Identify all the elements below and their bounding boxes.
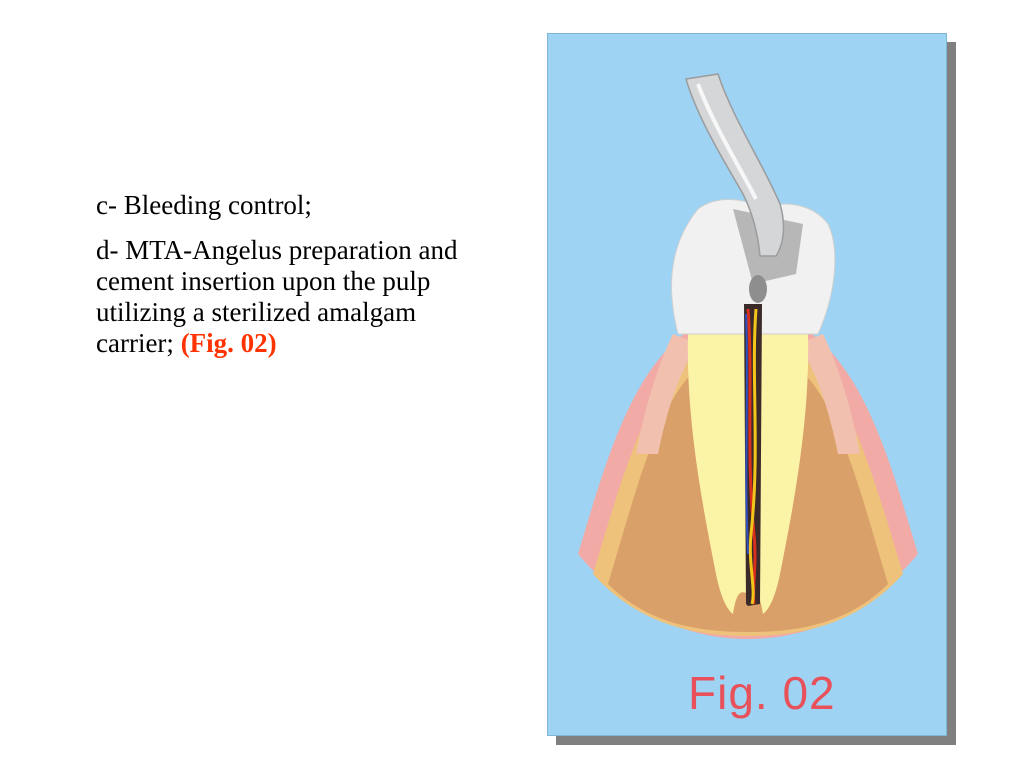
amalgam-carrier-instrument — [685, 73, 785, 257]
pulp-vessel-blue — [745, 313, 749, 555]
gum-papilla-right — [798, 334, 860, 454]
pulp-vessel-red — [746, 308, 757, 605]
mta-plug — [749, 275, 767, 303]
gum-papilla-left — [636, 334, 698, 454]
figure-caption: Fig. 02 — [688, 667, 836, 719]
slide-text: c- Bleeding control; d- MTA-Angelus prep… — [96, 190, 476, 373]
figure-reference: (Fig. 02) — [180, 328, 277, 358]
figure-02-panel: Fig. 02 — [547, 33, 947, 736]
pulp-vessel-yellow — [748, 308, 758, 605]
item-c-bleeding-control: c- Bleeding control; — [96, 190, 312, 220]
tooth-illustration — [578, 73, 918, 639]
item-d-text: d- MTA-Angelus preparation and cement in… — [96, 235, 458, 358]
item-d-mta-preparation: d- MTA-Angelus preparation and cement in… — [96, 235, 476, 359]
amalgam-carrier-highlight — [696, 83, 758, 200]
